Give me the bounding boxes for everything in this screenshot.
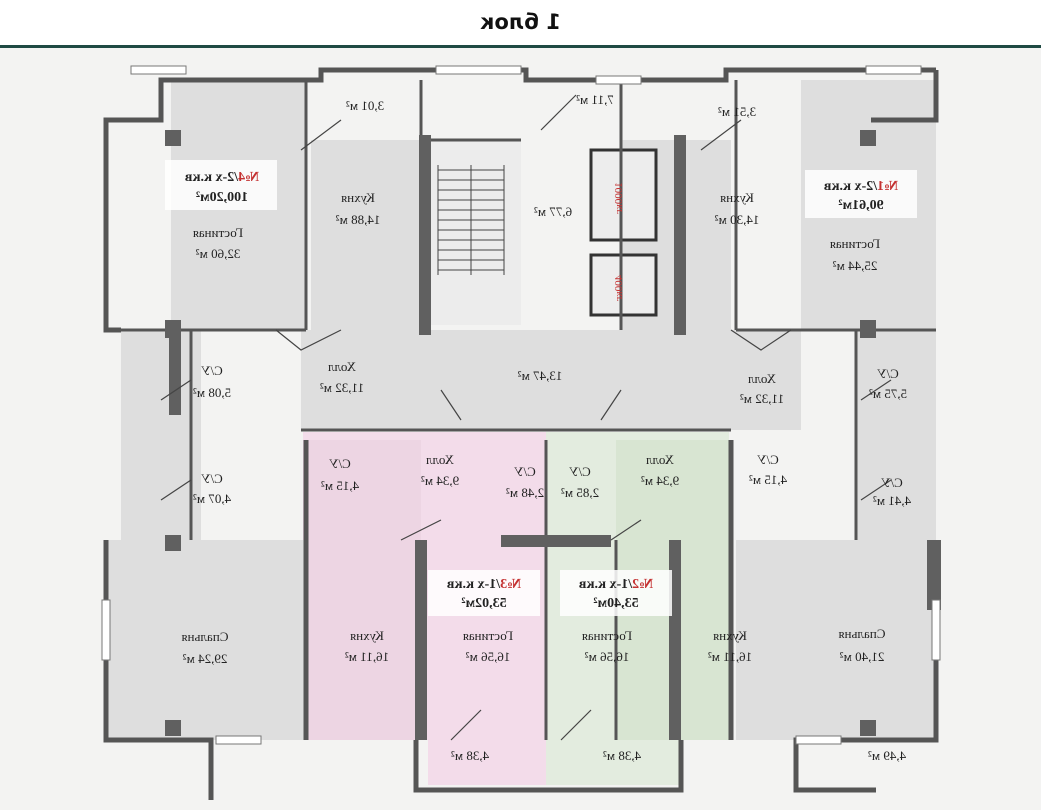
apt1-balcony-area: 4,49 м² (868, 748, 906, 763)
apt3-balcony-area: 4,38 м² (451, 748, 489, 763)
apt2-living-name: Гостиная (582, 628, 632, 643)
svg-text:№1/2-х к.кв: №1/2-х к.кв (823, 179, 898, 194)
svg-text:№2/1-х к.кв: №2/1-х к.кв (578, 577, 653, 592)
apt1-kitchen-area: 14,30 м² (715, 212, 760, 227)
apt4-number: №4 (238, 170, 259, 185)
apt1-hall-name: Холл (748, 371, 776, 386)
apt3-wc-area: 2,48 м² (506, 485, 544, 500)
apt3-kitchen-name: Кухня (350, 628, 384, 643)
apt4-area: 100,20м² (196, 190, 248, 205)
apt3-living-name: Гостиная (463, 628, 513, 643)
apt1-bath2-area: 4,41 м² (873, 493, 911, 508)
stair-steps (437, 165, 505, 275)
apt4-living-name: Гостиная (193, 225, 243, 240)
room-3-01-area: 3,01 м² (346, 98, 384, 113)
apt4-bedroom-area: 29,24 м² (183, 651, 228, 666)
apt1-bath1-area: 5,75 м² (869, 386, 907, 401)
elevator-small-label: 400кг (613, 275, 625, 302)
apt2-bath-area: 4,15 м² (749, 472, 787, 487)
apt1-bedroom-name: Спальня (839, 626, 886, 641)
apt2-hall-name: Холл (646, 452, 674, 467)
apt4-living-area: 32,60 м² (196, 246, 241, 261)
lobby-area: 13,47 м² (518, 368, 563, 383)
apt1-bedroom-area: 21,40 м² (840, 649, 885, 664)
apt3-bath-area: 4,15 м² (321, 478, 359, 493)
apt3-kitchen-area: 16,11 м² (345, 649, 389, 664)
apt1-area: 90,61м² (838, 198, 883, 213)
apt3-living-area: 16,56 м² (466, 649, 511, 664)
apt1-number: №1 (877, 179, 898, 194)
apt2-area: 53,40м² (593, 596, 638, 611)
apt2-balcony-area: 4,38 м² (603, 748, 641, 763)
apt3-bath-name: С/У (328, 456, 350, 471)
apt3-wc-name: С/У (513, 464, 535, 479)
elevator-shafts (589, 148, 658, 317)
header-divider (0, 45, 1041, 48)
apt4-kitchen-area: 14,88 м² (336, 212, 381, 227)
apt4-type: /2-х к.кв (184, 170, 239, 185)
apt1-hall-area: 11,32 м² (740, 391, 784, 406)
apt2-wc-name: С/У (568, 464, 590, 479)
apt3-balcony-fill (428, 740, 546, 785)
apt4-hall-area: 11,32 м² (320, 380, 364, 395)
apt4-bath1-name: С/У (200, 363, 222, 378)
svg-text:№4/2-х к.кв: №4/2-х к.кв (184, 170, 259, 185)
apt1-bath2-name: С/У (880, 475, 902, 490)
apt1-type: /2-х к.кв (823, 179, 878, 194)
apt1-living-area: 25,44 м² (833, 258, 878, 273)
pillars (165, 130, 941, 740)
apt2-kitchen-name: Кухня (713, 628, 747, 643)
apt3-label: №3/1-х к.кв 53,02м² (428, 570, 540, 616)
apt3-number: №3 (500, 577, 521, 592)
apt4-bath2-area: 4,07 м² (193, 491, 231, 506)
windows (101, 65, 941, 745)
apt2-balcony-fill (546, 740, 681, 785)
apt1-label: №1/2-х к.кв 90,61м² (805, 170, 917, 218)
apt2-wc-area: 2,85 м² (561, 485, 599, 500)
door-swings (160, 94, 892, 741)
apt4-hall-name: Холл (328, 359, 356, 374)
apt3-area: 53,02м² (461, 596, 506, 611)
apt4-bath1-area: 5,08 м² (193, 385, 231, 400)
apt1-living-name: Гостиная (830, 236, 880, 251)
header: 1 блок (0, 0, 1041, 48)
stair-core (431, 140, 521, 325)
apt1-kitchen-name: Кухня (720, 190, 754, 205)
room-7-11-area: 7,11 м² (576, 92, 614, 107)
apt2-hall-area: 9,34 м² (641, 473, 679, 488)
apt4-label: №4/2-х к.кв 100,20м² (165, 160, 277, 210)
apt2-label: №2/1-х к.кв 53,40м² (560, 570, 672, 616)
apt3-type: /1-х к.кв (446, 577, 501, 592)
apt2-bath-name: С/У (756, 452, 778, 467)
apt2-living-area: 16,56 м² (585, 649, 630, 664)
apt4-bedroom-name: Спальня (182, 629, 229, 644)
apt3-hall-name: Холл (426, 452, 454, 467)
room-3-51-area: 3,51 м² (718, 104, 756, 119)
svg-text:№3/1-х к.кв: №3/1-х к.кв (446, 577, 521, 592)
elevator-large-label: 1000кг (613, 182, 625, 214)
apt4-kitchen-name: Кухня (341, 190, 375, 205)
apt1-bath1-name: С/У (876, 366, 898, 381)
room-6-77-area: 6,77 м² (534, 204, 572, 219)
apt2-number: №2 (632, 577, 653, 592)
apt2-kitchen-area: 16,11 м² (708, 649, 752, 664)
apt4-bath2-name: С/У (200, 471, 222, 486)
apt3-hall-area: 9,34 м² (421, 473, 459, 488)
apt2-type: /1-х к.кв (578, 577, 633, 592)
